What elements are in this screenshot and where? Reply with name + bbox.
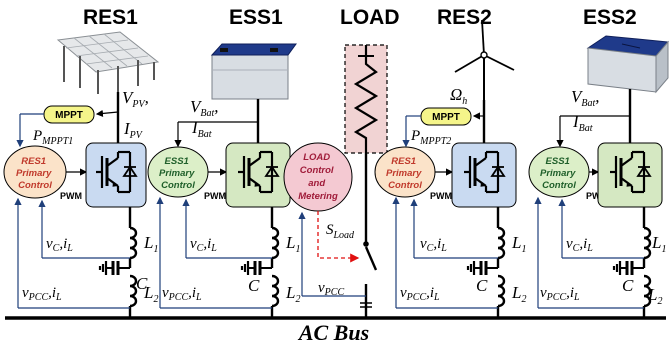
- load-switch: [364, 246, 378, 271]
- mppt-label-1: MPPT: [55, 110, 83, 121]
- header-ess1: ESS1: [229, 6, 283, 29]
- pwm-label-ess2: PWM: [586, 191, 608, 201]
- l2-res2: L2: [511, 283, 526, 305]
- ess1-branch: VBat, IBat ESS1 Primary Control PWM L1 C…: [147, 43, 300, 318]
- l1-res2: L1: [511, 233, 526, 255]
- res2-inverter: [451, 142, 517, 208]
- res1-control-label: RES1 Primary Control: [16, 156, 54, 191]
- l1-ess1: L1: [285, 233, 300, 255]
- pwm-label-res2: PWM: [430, 191, 452, 201]
- vpcc-il2-ess2: vPCC,iL: [540, 285, 580, 303]
- vc-il1-res1: vC,iL: [46, 236, 73, 254]
- pwm-label-ess1: PWM: [204, 191, 226, 201]
- load-branch: LOAD Control and Metering SLoad vPCC: [283, 44, 388, 318]
- res1-branch: VPV, IPV MPPT PMPPT1 RES1 Primary Contro…: [3, 31, 160, 318]
- l2-res1: L2: [143, 283, 158, 305]
- l2-ess1: L2: [285, 283, 300, 305]
- s-load-label: SLoad: [326, 222, 355, 241]
- vpcc-load: vPCC: [318, 280, 344, 298]
- l1-ess2: L1: [651, 233, 666, 255]
- header-load: LOAD: [340, 6, 400, 29]
- l2-ess2: L2: [647, 285, 662, 307]
- pwm-label-res1: PWM: [60, 191, 82, 201]
- vpcc-il2-res1: vPCC,iL: [22, 285, 62, 303]
- v-bat-label-2: VBat,: [571, 87, 600, 109]
- res2-control-label: RES1 Primary Control: [386, 156, 424, 191]
- ess1-inverter: [225, 142, 291, 208]
- wind-turbine-icon: [454, 19, 515, 100]
- load-control-label: LOAD Control and Metering: [298, 152, 338, 202]
- ess2-control-label: ESS1 Primary Control: [540, 156, 578, 191]
- i-bat-label-1: IBat: [191, 118, 212, 140]
- ac-bus-label: AC Bus: [297, 320, 369, 345]
- header-res1: RES1: [83, 6, 138, 29]
- vc-il1-ess1: vC,iL: [190, 236, 217, 254]
- battery-pack-icon: [586, 35, 670, 94]
- v-pv-label: VPV,: [122, 88, 149, 110]
- res1-inverter: [85, 142, 147, 208]
- resistor-icon: [353, 56, 379, 153]
- ess2-branch: VBat, IBat ESS1 Primary Control PWM L1 C…: [528, 35, 670, 318]
- switch-signal: [317, 211, 360, 263]
- vpcc-il2-res2: vPCC,iL: [400, 285, 440, 303]
- ess2-inverter: [597, 142, 663, 208]
- battery-icon: [210, 43, 297, 100]
- mppt-label-2: MPPT: [432, 112, 460, 123]
- v-bat-label-1: VBat,: [190, 97, 219, 119]
- l1-res1: L1: [143, 233, 158, 255]
- i-pv-label: IPV: [123, 119, 144, 141]
- vpcc-il2-ess1: vPCC,iL: [162, 285, 202, 303]
- vc-il1-ess2: vC,iL: [566, 236, 593, 254]
- solar-panel-icon: [56, 31, 160, 94]
- c-res2: C: [476, 276, 488, 295]
- omega-label: Ωh: [450, 85, 467, 107]
- c-ess1: C: [248, 276, 260, 295]
- ess1-control-label: ESS1 Primary Control: [159, 156, 197, 191]
- c-res1: C: [136, 274, 148, 293]
- p-mppt1-label: PMPPT1: [32, 128, 73, 147]
- res2-branch: Ωh MPPT PMPPT2 RES1 Primary Control PWM …: [374, 19, 526, 318]
- c-ess2: C: [622, 276, 634, 295]
- p-mppt2-label: PMPPT2: [410, 128, 451, 147]
- i-bat-label-2: IBat: [572, 112, 593, 134]
- header-ess2: ESS2: [583, 6, 637, 29]
- vc-il1-res2: vC,iL: [420, 236, 447, 254]
- header-res2: RES2: [437, 6, 492, 29]
